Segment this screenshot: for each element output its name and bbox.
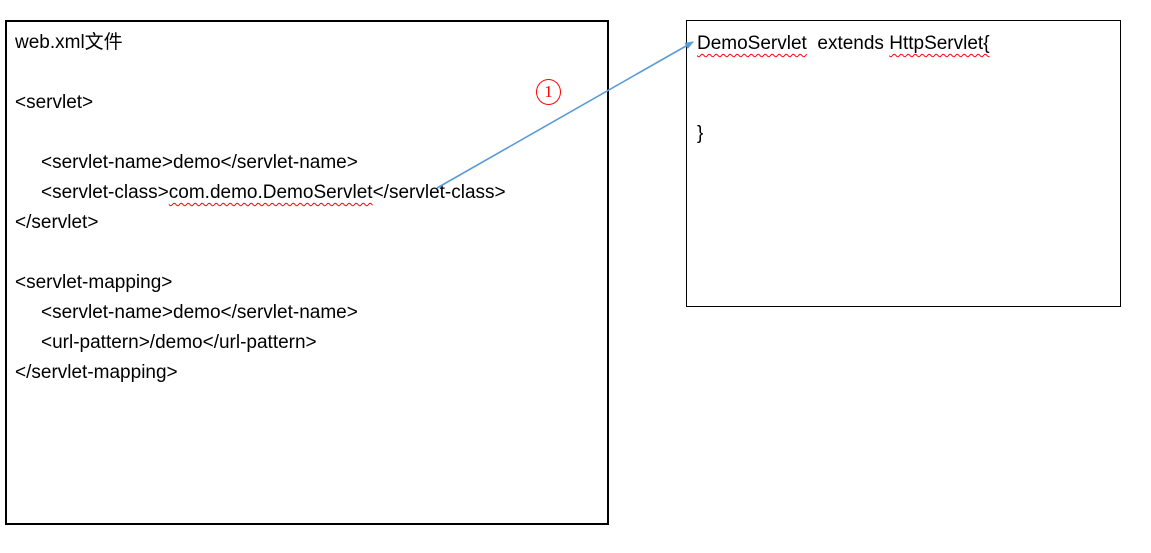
servlet-close-line: </servlet> [15, 212, 99, 233]
webxml-box: web.xml文件 <servlet> <servlet-name>demo</… [5, 20, 609, 525]
url-pattern-line: <url-pattern>/demo</url-pattern> [41, 332, 317, 353]
blank-line [15, 118, 599, 148]
step-number-badge: 1 [536, 79, 561, 105]
mapping-servlet-name-line: <servlet-name>demo</servlet-name> [41, 302, 358, 323]
closing-brace-line: } [697, 123, 704, 144]
class-name: DemoServlet [697, 33, 807, 54]
step-number-label: 1 [544, 82, 553, 101]
servlet-class-open-tag: <servlet-class> [41, 182, 169, 203]
extends-keyword: extends [806, 33, 890, 54]
blank-line [697, 59, 1110, 89]
servlet-mapping-open-line: <servlet-mapping> [15, 272, 173, 293]
servlet-open-line: <servlet> [15, 92, 94, 113]
java-class-box: DemoServlet extends HttpServlet{ } [686, 20, 1121, 307]
blank-line [697, 89, 1110, 119]
class-declaration-line: DemoServlet extends HttpServlet{ [697, 29, 1110, 59]
servlet-name-line: <servlet-name>demo</servlet-name> [41, 152, 358, 173]
servlet-class-close-tag: </servlet-class> [372, 182, 506, 203]
webxml-title: web.xml文件 [15, 32, 123, 53]
superclass-name: HttpServlet{ [889, 33, 990, 54]
servlet-class-value: com.demo.DemoServlet [168, 182, 373, 203]
blank-line [15, 58, 599, 88]
servlet-mapping-close-line: </servlet-mapping> [15, 362, 178, 383]
blank-line [15, 238, 599, 268]
servlet-class-line: <servlet-class>com.demo.DemoServlet</ser… [15, 178, 599, 208]
